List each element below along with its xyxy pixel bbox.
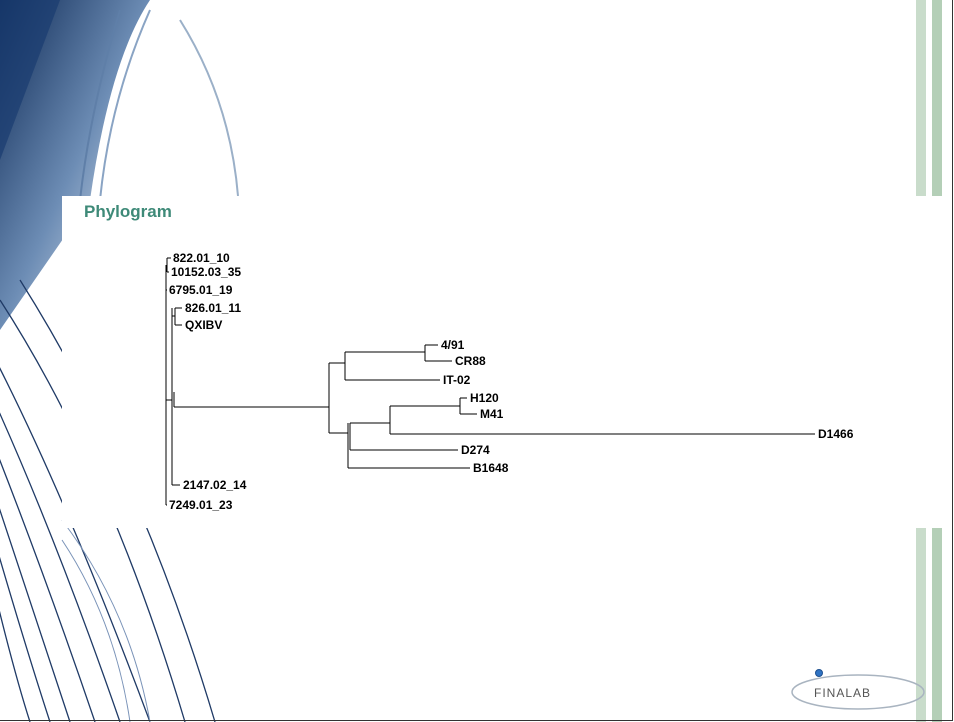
page-title: Phylogram — [84, 202, 172, 221]
tree-branches — [165, 257, 815, 506]
leaf-label: D1466 — [818, 427, 854, 441]
leaf-label: IT-02 — [443, 373, 471, 387]
leaf-label: 2147.02_14 — [183, 478, 247, 492]
leaf-label: 10152.03_35 — [171, 265, 241, 279]
leaf-label: 826.01_11 — [185, 301, 241, 315]
tree-leaf-labels: 822.01_10 10152.03_35 6795.01_19 826.01_… — [169, 251, 854, 512]
finalab-logo: FINALAB — [791, 669, 925, 710]
leaf-label: QXIBV — [185, 318, 222, 332]
content-panel — [62, 196, 942, 528]
leaf-label: B1648 — [473, 461, 509, 475]
leaf-label: 6795.01_19 — [169, 283, 233, 297]
leaf-label: H120 — [470, 391, 499, 405]
leaf-label: 7249.01_23 — [169, 498, 233, 512]
leaf-label: 4/91 — [441, 338, 465, 352]
logo-text: FINALAB — [814, 686, 871, 700]
leaf-label: M41 — [480, 407, 504, 421]
leaf-label: CR88 — [455, 354, 486, 368]
leaf-label: 822.01_10 — [173, 251, 230, 265]
leaf-label: D274 — [461, 443, 490, 457]
